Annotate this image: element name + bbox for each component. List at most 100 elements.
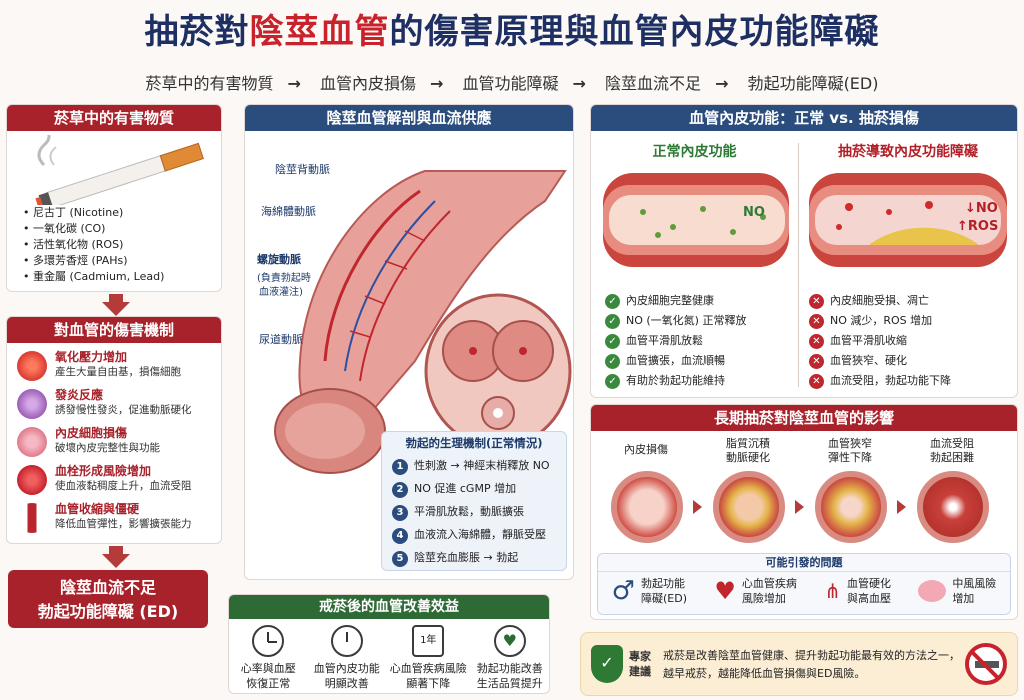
problem-item: 中風風險增加 bbox=[918, 576, 996, 606]
brain-icon bbox=[918, 580, 947, 602]
mechanism-header: 對血管的傷害機制 bbox=[7, 317, 221, 343]
effect-item: ✓NO (一氧化氮) 正常釋放 bbox=[605, 311, 746, 331]
tobacco-panel: 菸草中的有害物質 尼古丁 (Nicotine) 一氧化碳 (CO) 活性氧化物 … bbox=[6, 104, 222, 292]
damaged-vessel-illustration bbox=[809, 173, 1007, 267]
toxin-item: 活性氧化物 (ROS) bbox=[23, 237, 221, 253]
toxin-item: 一氧化碳 (CO) bbox=[23, 221, 221, 237]
flow-arrow: → bbox=[287, 74, 301, 93]
cross-icon: ✕ bbox=[809, 374, 824, 389]
longterm-panel: 長期抽菸對陰莖血管的影響 內皮損傷 脂質沉積動脈硬化 血管狹窄彈性下降 血流受阻… bbox=[590, 404, 1018, 620]
check-icon: ✓ bbox=[605, 314, 620, 329]
effect-item: ✓血管平滑肌放鬆 bbox=[605, 331, 746, 351]
toxin-item: 尼古丁 (Nicotine) bbox=[23, 205, 221, 221]
clock-icon bbox=[330, 625, 363, 657]
problem-item: ♥ 心血管疾病風險增加 bbox=[714, 577, 797, 605]
label-helicine-note: (負責勃起時 bbox=[257, 273, 311, 284]
flow-step: 菸草中的有害物質 bbox=[145, 74, 274, 93]
effect-item: ✓血管擴張，血流順暢 bbox=[605, 351, 746, 371]
penis-anatomy-illustration bbox=[274, 170, 572, 474]
down-arrow-icon bbox=[102, 294, 130, 316]
page-title: 抽菸對陰莖血管的傷害原理與血管內皮功能障礙 bbox=[144, 12, 880, 52]
flow-step: 血管內皮損傷 bbox=[320, 74, 417, 93]
quit-header: 戒菸後的血管改善效益 bbox=[229, 595, 549, 619]
check-icon: ✓ bbox=[605, 294, 620, 309]
effect-item: ✕血管狹窄、硬化 bbox=[809, 351, 951, 371]
vessel-icon: ⋔ bbox=[824, 579, 841, 603]
anatomy-header: 陰莖血管解剖與血流供應 bbox=[245, 105, 573, 131]
no-label: NO bbox=[743, 205, 765, 220]
damaged-effects-list: ✕內皮細胞受損、凋亡 ✕NO 減少，ROS 增加 ✕血管平滑肌收縮 ✕血管狹窄、… bbox=[809, 291, 951, 391]
flow-arrow: → bbox=[430, 74, 444, 93]
constricted-vessel-icon bbox=[17, 503, 47, 533]
flow-step: 陰莖血流不足 bbox=[605, 74, 702, 93]
shield-check-icon: ✓ bbox=[591, 645, 623, 683]
cell-damage-icon bbox=[17, 427, 47, 457]
chevron-right-icon bbox=[795, 500, 804, 514]
check-icon: ✓ bbox=[605, 354, 620, 369]
cigarette-icon bbox=[35, 135, 204, 205]
ed-result-box: 陰莖血流不足勃起功能障礙 (ED) bbox=[8, 570, 208, 628]
label-cavernous-artery: 海綿體動脈 bbox=[261, 205, 316, 218]
endothelium-header: 血管內皮功能：正常 vs. 抽菸損傷 bbox=[591, 105, 1017, 131]
label-helicine-artery: 螺旋動脈 bbox=[257, 253, 301, 266]
normal-vessel-illustration bbox=[603, 173, 789, 267]
mechanism-item: 血栓形成風險增加使血液黏稠度上升，血流受阻 bbox=[17, 463, 213, 495]
process-flow: 菸草中的有害物質→ 血管內皮損傷→ 血管功能障礙→ 陰莖血流不足→ 勃起功能障礙… bbox=[0, 70, 1024, 94]
male-symbol-icon: ♂ bbox=[611, 576, 635, 606]
stage-vessel-icon bbox=[713, 471, 785, 543]
expert-text: 戒菸是改善陰莖血管健康、提升勃起功能最有效的方法之一，越早戒菸，越能降低血管損傷… bbox=[663, 649, 960, 680]
mechanism-item: 發炎反應誘發慢性發炎，促進動脈硬化 bbox=[17, 387, 213, 419]
label-urethral-artery: 尿道動脈 bbox=[259, 333, 303, 346]
flow-step: 勃起功能障礙(ED) bbox=[747, 74, 879, 93]
stage-label: 血管狹窄彈性下降 bbox=[828, 437, 872, 464]
heart-icon: ♥ bbox=[714, 577, 736, 605]
normal-title: 正常內皮功能 bbox=[652, 144, 737, 160]
normal-effects-list: ✓內皮細胞完整健康 ✓NO (一氧化氮) 正常釋放 ✓血管平滑肌放鬆 ✓血管擴張… bbox=[605, 291, 746, 391]
cross-icon: ✕ bbox=[809, 334, 824, 349]
anatomy-panel: 陰莖血管解剖與血流供應 陰莖背動脈 海綿體動脈 螺旋動脈 (負責勃起時 血液灌注… bbox=[244, 104, 574, 580]
free-radical-icon bbox=[17, 351, 47, 381]
quit-benefits-panel: 戒菸後的血管改善效益 心率與血壓恢復正常 血管內皮功能明顯改善 1年 心血管疾病… bbox=[228, 594, 550, 694]
effect-item: ✕血流受阻，勃起功能下降 bbox=[809, 371, 951, 391]
heart-hands-icon: ♥ bbox=[493, 625, 526, 657]
toxin-item: 重金屬 (Cadmium, Lead) bbox=[23, 269, 221, 285]
damaged-title: 抽菸導致內皮功能障礙 bbox=[838, 144, 978, 160]
expert-label: 專家建議 bbox=[629, 650, 651, 678]
mechanism-item: 內皮細胞損傷破壞內皮完整性與功能 bbox=[17, 425, 213, 457]
effect-item: ✓有助於勃起功能維持 bbox=[605, 371, 746, 391]
problem-item: ⋔ 血管硬化與高血壓 bbox=[824, 577, 891, 605]
effect-item: ✕NO 減少，ROS 增加 bbox=[809, 311, 951, 331]
mechanism-item: 血管收縮與僵硬降低血管彈性，影響擴張能力 bbox=[17, 501, 213, 533]
check-icon: ✓ bbox=[605, 374, 620, 389]
effect-item: ✕血管平滑肌收縮 bbox=[809, 331, 951, 351]
effect-item: ✓內皮細胞完整健康 bbox=[605, 291, 746, 311]
stage-vessel-icon bbox=[611, 471, 683, 543]
inflammation-icon bbox=[17, 389, 47, 419]
mechanism-item: 氧化壓力增加產生大量自由基，損傷細胞 bbox=[17, 349, 213, 381]
problems-title: 可能引發的問題 bbox=[598, 554, 1010, 572]
check-icon: ✓ bbox=[605, 334, 620, 349]
flow-arrow: → bbox=[715, 74, 729, 93]
stage-label: 脂質沉積動脈硬化 bbox=[726, 437, 770, 464]
mechanism-title: 勃起的生理機制(正常情況) bbox=[405, 436, 543, 450]
chevron-right-icon bbox=[897, 500, 906, 514]
flow-step: 血管功能障礙 bbox=[462, 74, 559, 93]
chevron-right-icon bbox=[693, 500, 702, 514]
label-helicine-note: 血液灌注) bbox=[259, 287, 303, 298]
benefit-item: 心率與血壓恢復正常 bbox=[229, 625, 307, 691]
benefit-item: 血管內皮功能明顯改善 bbox=[308, 625, 386, 691]
cross-icon: ✕ bbox=[809, 354, 824, 369]
cross-icon: ✕ bbox=[809, 294, 824, 309]
stage-label: 血流受阻勃起困難 bbox=[930, 437, 974, 464]
problem-item: ♂ 勃起功能障礙(ED) bbox=[611, 576, 687, 606]
calendar-icon: 1年 bbox=[412, 625, 445, 657]
blood-clot-icon bbox=[17, 465, 47, 495]
ros-increase-label: ↑ROS bbox=[957, 219, 999, 234]
problems-box: 可能引發的問題 ♂ 勃起功能障礙(ED) ♥ 心血管疾病風險增加 ⋔ 血管硬化與… bbox=[597, 553, 1011, 615]
